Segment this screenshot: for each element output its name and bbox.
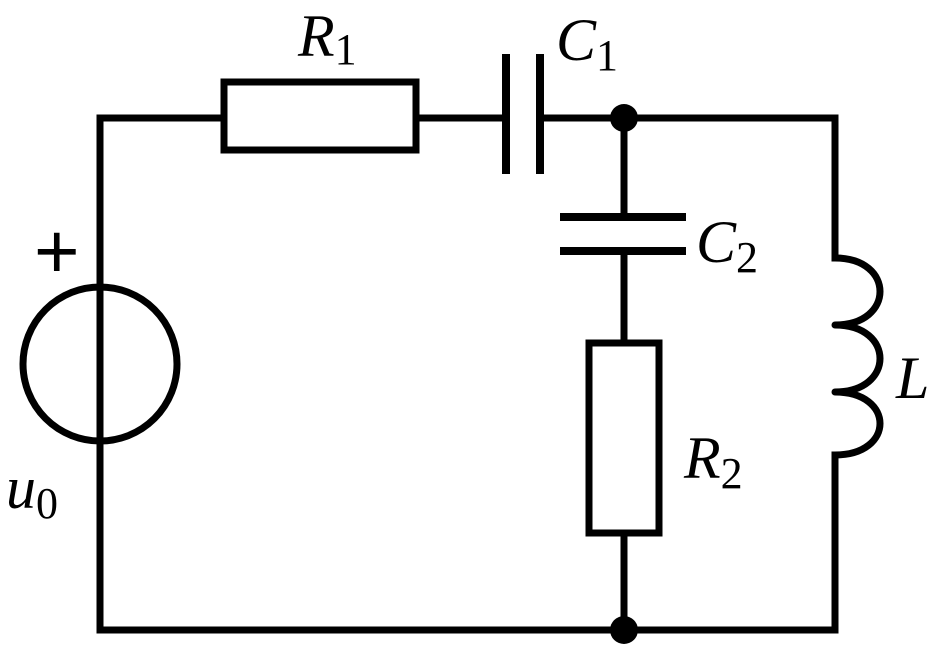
resistor-r2-subscript: 2: [721, 449, 743, 498]
capacitor-c1: C1: [502, 7, 618, 174]
wires: [96, 114, 839, 634]
source-subscript: 0: [36, 479, 58, 528]
inductor-l-coil: [831, 254, 884, 459]
voltage-source: + u0: [6, 207, 181, 528]
junction-bottom: [610, 616, 638, 644]
resistor-r1-body: [220, 78, 420, 154]
resistor-r2-label: R2: [683, 425, 743, 498]
capacitor-c2: C2: [560, 209, 758, 282]
resistor-r1-symbol: R: [297, 3, 335, 69]
resistor-r1-label: R1: [297, 3, 357, 74]
capacitor-c1-symbol: C: [556, 7, 597, 73]
inductor-l: L: [831, 254, 929, 459]
capacitor-c2-label: C2: [696, 209, 758, 282]
capacitor-c1-label: C1: [556, 7, 618, 80]
source-polarity: +: [34, 207, 80, 295]
resistor-r2: R2: [585, 339, 743, 537]
resistor-r1-subscript: 1: [335, 25, 357, 74]
capacitor-c1-subscript: 1: [596, 31, 618, 80]
source-circle: [19, 283, 181, 445]
resistor-r1: R1: [220, 3, 420, 154]
resistor-r2-symbol: R: [683, 425, 721, 491]
resistor-r2-body: [585, 339, 663, 537]
capacitor-c2-symbol: C: [696, 209, 737, 275]
junction-top: [610, 104, 638, 132]
source-label: u0: [6, 455, 58, 528]
inductor-l-label: L: [895, 345, 929, 411]
source-symbol: u: [6, 455, 36, 521]
capacitor-c2-subscript: 2: [736, 233, 758, 282]
